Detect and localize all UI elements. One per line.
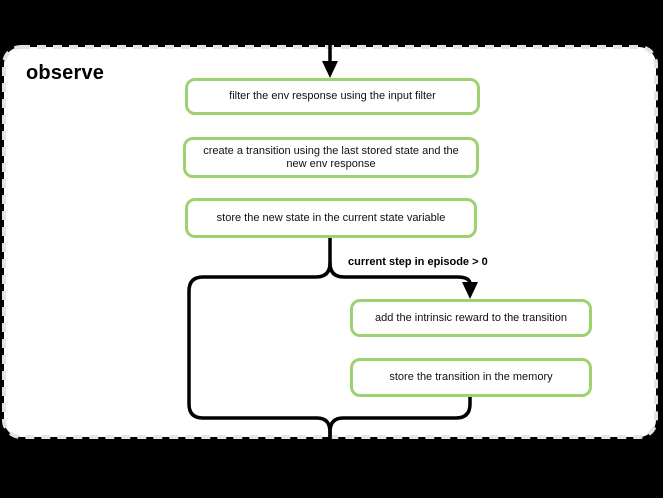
panel-title: observe	[26, 62, 105, 84]
entry-arrowhead-icon	[322, 61, 338, 78]
condition-edge-label: current step in episode > 0	[348, 256, 488, 268]
node-store-transition: store the transition in the memory	[350, 358, 592, 397]
node-add-intrinsic-reward: add the intrinsic reward to the transiti…	[350, 299, 592, 337]
branch-right-connector	[328, 261, 472, 287]
merge-connector	[328, 395, 472, 447]
node-filter-env-response: filter the env response using the input …	[185, 78, 480, 115]
branch-arrowhead-icon	[462, 282, 478, 299]
bypass-left-connector	[187, 236, 332, 447]
node-create-transition: create a transition using the last store…	[183, 137, 479, 178]
node-store-new-state: store the new state in the current state…	[185, 198, 477, 238]
